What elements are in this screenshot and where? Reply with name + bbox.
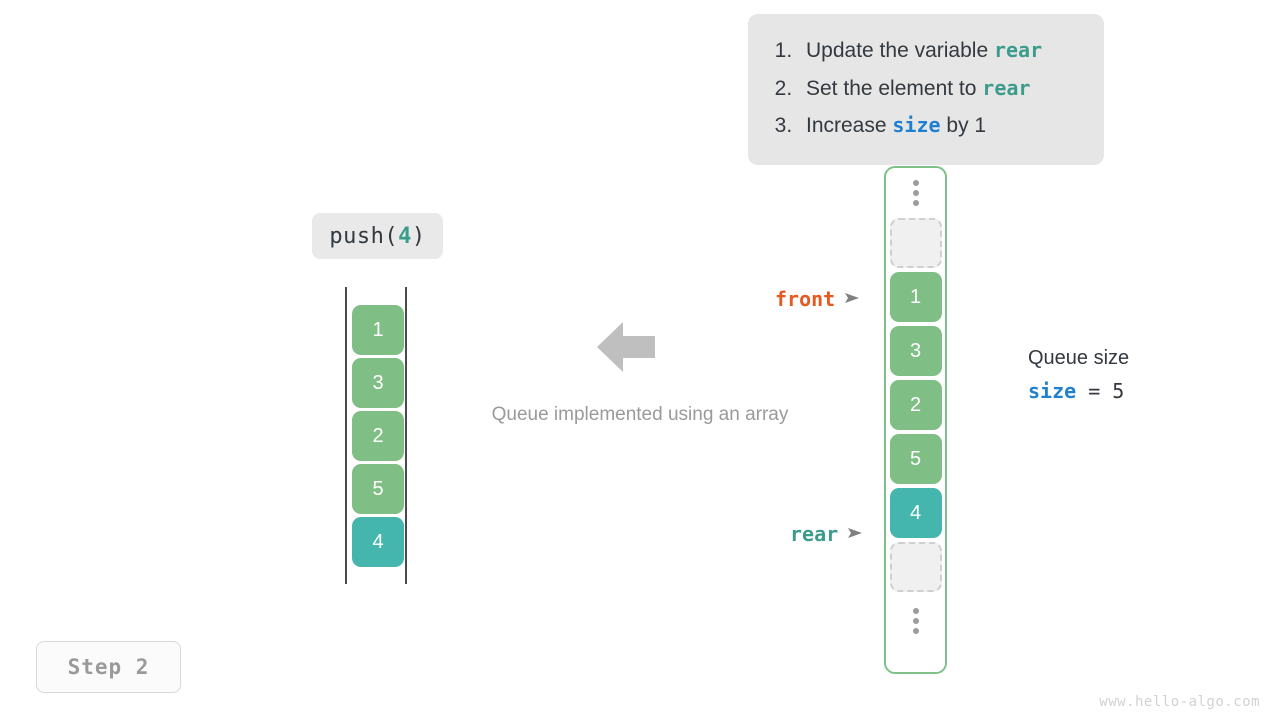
dot <box>912 180 919 186</box>
instruction-list: Update the variable rear Set the element… <box>770 32 1082 145</box>
rear-pointer-label: rear <box>790 522 867 546</box>
left-array-cell: 1 <box>352 305 404 355</box>
left-array-cell: 4 <box>352 517 404 567</box>
queue-size-expression: size = 5 <box>1028 373 1248 409</box>
queue-size-variable: size <box>1028 379 1077 403</box>
dot <box>912 628 919 634</box>
step-badge: Step 2 <box>36 641 181 693</box>
right-memory-array: 1 3 2 5 4 <box>884 166 947 674</box>
left-array-cell: 3 <box>352 358 404 408</box>
queue-size-value: 5 <box>1112 379 1125 403</box>
left-array-cells: 1 3 2 5 4 <box>352 305 404 570</box>
rear-pointer-text: rear <box>790 522 839 546</box>
operation-argument: 4 <box>398 223 412 249</box>
right-array-cell: 3 <box>889 326 942 376</box>
right-array-cell: 4 <box>889 488 942 538</box>
instruction-item-3-suffix: by 1 <box>940 114 987 137</box>
dot <box>912 618 919 624</box>
instruction-item-3-code: size <box>892 113 941 137</box>
queue-size-readout: Queue size size = 5 <box>1028 343 1248 409</box>
watermark: www.hello-algo.com <box>1099 694 1260 710</box>
dot <box>912 608 919 614</box>
operation-label: push(4) <box>312 213 443 259</box>
left-array-cell: 5 <box>352 464 404 514</box>
right-array-empty-slot <box>889 542 942 592</box>
left-queue-array: 1 3 2 5 4 <box>345 287 407 584</box>
right-array-cell: 2 <box>889 380 942 430</box>
instruction-panel: Update the variable rear Set the element… <box>748 14 1104 165</box>
left-array-cell: 2 <box>352 411 404 461</box>
dot <box>912 200 919 206</box>
ellipsis-top-icon <box>912 168 919 218</box>
instruction-item-3: Increase size by 1 <box>798 107 1082 145</box>
right-array-slots: 1 3 2 5 4 <box>889 168 942 646</box>
dot <box>912 190 919 196</box>
instruction-item-1: Update the variable rear <box>798 32 1082 70</box>
rear-pointer-arrow-icon <box>847 522 867 546</box>
operation-close-paren: ) <box>411 223 426 249</box>
flow-arrow-left-icon <box>597 322 655 372</box>
front-pointer-text: front <box>775 287 836 311</box>
instruction-item-2: Set the element to rear <box>798 70 1082 108</box>
front-pointer-label: front <box>775 287 864 311</box>
instruction-item-2-prefix: Set the element to <box>806 76 983 100</box>
operation-name: push( <box>329 223 399 249</box>
array-rail-left <box>345 287 347 584</box>
right-array-cell: 5 <box>889 434 942 484</box>
queue-size-title: Queue size <box>1028 347 1130 369</box>
ellipsis-bottom-icon <box>912 596 919 646</box>
front-pointer-arrow-icon <box>844 287 864 311</box>
center-caption: Queue implemented using an array <box>491 404 789 425</box>
right-array-cell: 1 <box>889 272 942 322</box>
array-rail-right <box>405 287 407 584</box>
instruction-item-1-code: rear <box>993 38 1043 62</box>
queue-size-equals: = <box>1076 379 1113 403</box>
instruction-item-1-prefix: Update the variable <box>806 39 994 62</box>
instruction-item-3-prefix: Increase <box>806 114 893 137</box>
right-array-empty-slot <box>889 218 942 268</box>
instruction-item-2-code: rear <box>982 75 1031 100</box>
